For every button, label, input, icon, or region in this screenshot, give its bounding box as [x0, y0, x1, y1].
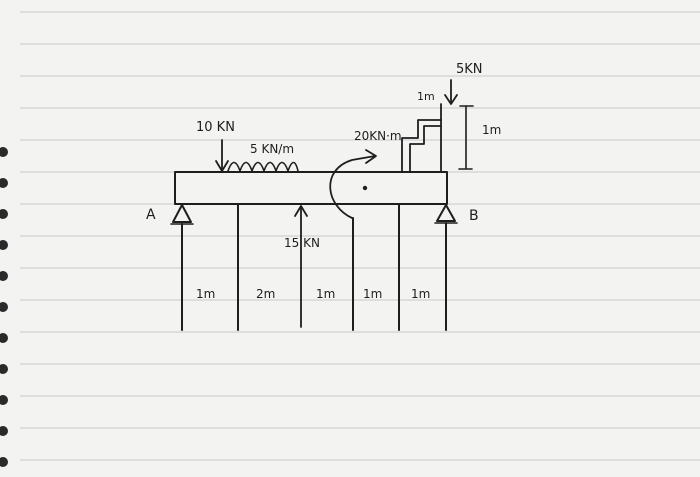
dimension-label-4: 1m: [363, 287, 382, 301]
dimension-label-2: 2m: [256, 287, 275, 301]
moment-label: 20KN·m: [354, 129, 402, 143]
point-load-10kn-arrowhead: [215, 160, 229, 172]
moment-arrowhead: [365, 149, 377, 164]
span-extension-lines: [181, 203, 447, 331]
dimension-label-5: 1m: [411, 287, 430, 301]
dimension-label-1: 1m: [196, 287, 215, 301]
bracket-outer: [401, 119, 442, 172]
binding-holes: [0, 147, 8, 467]
bracket-width-label: 1m: [417, 90, 435, 103]
bracket-height-label: 1m: [482, 123, 501, 137]
distributed-load-label: 5 KN/m: [250, 142, 294, 156]
dimension-label-3: 1m: [316, 287, 335, 301]
support-b-triangle: [436, 204, 456, 222]
upward-force-15kn-arrowhead: [294, 205, 308, 217]
distributed-load-symbol: [227, 161, 299, 172]
support-a-triangle: [172, 204, 192, 223]
support-b-label: B: [469, 208, 479, 224]
top-load-5kn-label: 5KN: [456, 62, 483, 77]
beam: [174, 171, 448, 205]
moment-curve-arrow: [329, 155, 376, 219]
bracket-inner: [409, 125, 442, 172]
support-a-label: A: [146, 207, 156, 223]
top-load-5kn-arrowhead: [444, 94, 458, 105]
upward-force-15kn-label: 15 KN: [284, 236, 320, 250]
beam-center-dot: [362, 185, 368, 191]
point-load-10kn-label: 10 KN: [196, 120, 235, 135]
